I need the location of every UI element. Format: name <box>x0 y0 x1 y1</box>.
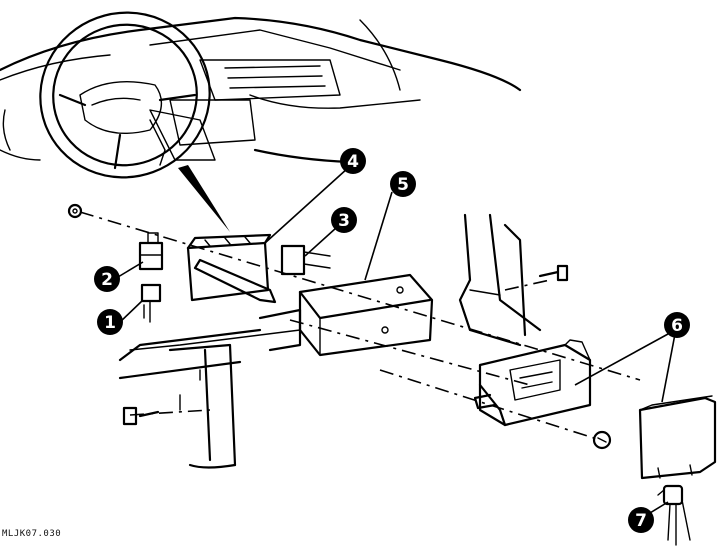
bolt-fastener-right <box>538 264 569 282</box>
callout-5-label: 5 <box>397 175 409 195</box>
ecu-mounting-bracket <box>473 339 592 427</box>
callout-1-label: 1 <box>104 313 116 333</box>
callout-2: 2 <box>94 266 120 292</box>
component-4-module <box>186 233 277 304</box>
component-7-harness <box>657 484 691 546</box>
leader-lines <box>112 167 676 517</box>
callout-3-label: 3 <box>338 211 350 231</box>
nut-fastener-top-left <box>67 203 83 219</box>
dashboard-drawing <box>0 16 522 164</box>
callout-4-label: 4 <box>347 152 359 172</box>
component-6-ecu <box>638 395 717 480</box>
callout-1: 1 <box>97 309 123 335</box>
bolt-fastener-left <box>122 406 160 426</box>
nut-fastener-lower-right <box>592 430 612 450</box>
steering-wheel <box>39 11 211 179</box>
figure-code: MLJK07.030 <box>2 529 62 539</box>
callout-6: 6 <box>664 312 690 338</box>
vehicle-frame-right <box>458 213 542 347</box>
callout-3: 3 <box>331 207 357 233</box>
component-5-bracket <box>129 273 434 357</box>
callout-7: 7 <box>628 507 654 533</box>
callout-7-label: 7 <box>635 511 647 531</box>
callout-4: 4 <box>340 148 366 174</box>
callout-2-label: 2 <box>101 270 113 290</box>
callout-6-label: 6 <box>671 316 683 336</box>
location-pointer <box>178 165 230 232</box>
component-2-sensor <box>138 232 164 271</box>
component-1-connector <box>140 283 162 323</box>
component-3-connector <box>280 244 331 276</box>
callout-5: 5 <box>390 171 416 197</box>
assembly-axis-lines <box>79 211 641 441</box>
vehicle-frame-lower <box>118 328 262 469</box>
